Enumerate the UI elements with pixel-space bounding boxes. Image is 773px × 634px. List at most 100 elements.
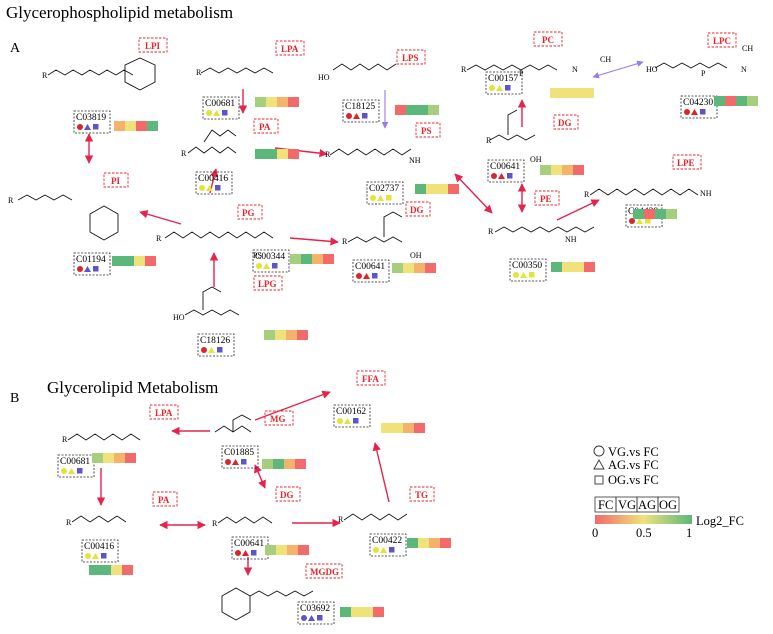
heat-cell: [114, 453, 125, 463]
compound-c01885: C01885: [221, 445, 306, 469]
svg-text:R: R: [325, 150, 331, 159]
heat-cell: [323, 254, 334, 264]
svg-text:CH: CH: [742, 44, 753, 53]
vg-marker: [225, 459, 231, 465]
compound-id: C00681: [205, 99, 235, 109]
heat-cell: [362, 607, 373, 617]
vg-marker: [370, 195, 376, 201]
compound-c04438: C04438: [625, 204, 677, 228]
heat-cell: [277, 97, 288, 107]
ag-marker: [84, 124, 91, 130]
heat-cell: [122, 565, 133, 575]
heat-cell: [440, 538, 451, 548]
heat-cell: [655, 209, 666, 219]
svg-text:OH: OH: [530, 155, 542, 164]
heat-cell: [103, 453, 114, 463]
heat-cell: [277, 149, 288, 159]
scale-min: 0: [592, 526, 598, 540]
pathway-tags: LPI LPA LPS PC LPC PA PS DG PI PG DG PE …: [103, 31, 737, 579]
heat-cell: [351, 607, 362, 617]
heat-cell: [584, 262, 595, 272]
og-marker: [362, 113, 368, 119]
heat-cell: [125, 121, 136, 131]
heat-cell: [550, 88, 561, 98]
ag-marker: [263, 263, 270, 269]
heat-cell: [414, 423, 425, 433]
panel-b-label: B: [10, 391, 19, 406]
tag-pa: PA: [259, 122, 271, 132]
compound-id: C00641: [234, 539, 264, 549]
svg-text:HO: HO: [318, 73, 330, 82]
heat-cell: [448, 184, 459, 194]
ag-marker: [242, 550, 249, 556]
vg-marker: [491, 173, 497, 179]
heat-cell: [92, 453, 103, 463]
vg-marker: [629, 218, 635, 224]
svg-text:R: R: [338, 515, 344, 524]
svg-text:P: P: [519, 69, 524, 78]
heat-cell: [561, 88, 572, 98]
compound-c00350: C00350: [509, 258, 595, 282]
svg-text:R: R: [42, 71, 48, 80]
heat-cell: [312, 254, 323, 264]
svg-text:VG: VG: [618, 498, 636, 512]
tag-tg: TG: [415, 490, 428, 500]
ag-marker: [206, 185, 213, 191]
compound-id: C03819: [76, 113, 106, 123]
heat-cell: [301, 254, 312, 264]
og-marker: [101, 553, 107, 559]
vg-marker: [684, 109, 690, 115]
compound-id: C00162: [336, 407, 366, 417]
og-marker: [372, 273, 378, 279]
tag-ps: PS: [421, 126, 432, 136]
compound-c18125: C18125: [342, 99, 439, 123]
compound-id: C02737: [369, 184, 399, 194]
og-marker: [217, 347, 223, 353]
compound-c00416b: C00416: [81, 539, 133, 575]
og-marker: [241, 459, 247, 465]
tag-lpg: LPG: [258, 279, 277, 289]
heat-cell: [644, 209, 655, 219]
heat-cell: [395, 105, 406, 115]
svg-text:OG.vs FC: OG.vs FC: [608, 473, 659, 487]
svg-text:R: R: [461, 65, 467, 74]
heat-cell: [392, 423, 403, 433]
og-marker: [222, 110, 228, 116]
heat-cell: [114, 121, 125, 131]
heat-cell: [573, 262, 584, 272]
panel-b-arrows: [96, 390, 390, 576]
heat-cell: [112, 256, 123, 266]
ag-marker: [353, 113, 360, 119]
heat-cell: [540, 165, 551, 175]
heat-cell: [403, 263, 414, 273]
svg-text:CH: CH: [600, 55, 611, 64]
svg-text:R: R: [212, 519, 218, 528]
og-marker: [251, 550, 257, 556]
og-marker: [77, 468, 83, 474]
ag-marker: [691, 109, 698, 115]
heat-cell: [275, 330, 286, 340]
compound-id: C00416: [198, 174, 228, 184]
heat-cell: [633, 209, 644, 219]
heat-cell: [273, 459, 284, 469]
compound-c18126: C18126: [197, 330, 308, 357]
compound-c02737: C02737: [366, 181, 459, 205]
compound-c00422: C00422: [369, 533, 451, 557]
ag-marker: [344, 418, 351, 424]
heat-cell: [266, 97, 277, 107]
compound-c03692: C03692: [297, 601, 384, 625]
heat-cell: [403, 423, 414, 433]
og-marker: [386, 195, 392, 201]
tag-pi: PI: [111, 176, 120, 186]
vg-marker: [77, 266, 83, 272]
tag-mg: MG: [270, 414, 286, 424]
compound-id: C00681: [60, 457, 90, 467]
compound-id: C01194: [76, 255, 106, 265]
heat-cell: [736, 96, 747, 106]
compound-c04230: C04230: [680, 95, 758, 119]
vg-marker: [199, 185, 205, 191]
og-marker: [505, 85, 511, 91]
svg-text:HO: HO: [646, 65, 658, 74]
heat-cell: [406, 105, 417, 115]
